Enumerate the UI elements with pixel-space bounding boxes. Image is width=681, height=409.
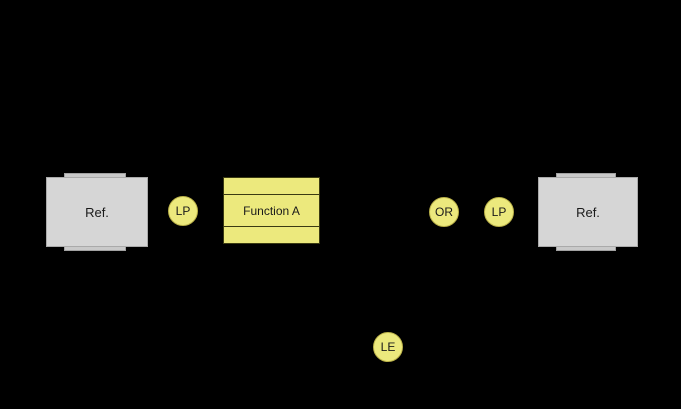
function-a-bottom-band	[224, 226, 319, 243]
le-circle: LE	[373, 332, 403, 362]
ref-node-right-body: Ref.	[538, 177, 638, 247]
le-circle-label: LE	[380, 340, 396, 354]
function-a-top-band	[224, 178, 319, 195]
lp-circle-right-label: LP	[491, 205, 507, 219]
ref-node-left-label: Ref.	[85, 204, 109, 220]
or-circle-label: OR	[435, 205, 453, 219]
ref-node-right: Ref.	[538, 173, 638, 251]
lp-circle-right: LP	[484, 197, 514, 227]
lp-circle-left-label: LP	[175, 204, 191, 218]
function-a-label: Function A	[243, 203, 300, 218]
function-a-body: Function A	[224, 195, 319, 226]
ref-node-right-label: Ref.	[576, 204, 600, 220]
or-circle: OR	[429, 197, 459, 227]
ref-node-left: Ref.	[46, 173, 148, 251]
lp-circle-left: LP	[168, 196, 198, 226]
ref-node-left-body: Ref.	[46, 177, 148, 247]
function-a-node: Function A	[223, 177, 320, 244]
